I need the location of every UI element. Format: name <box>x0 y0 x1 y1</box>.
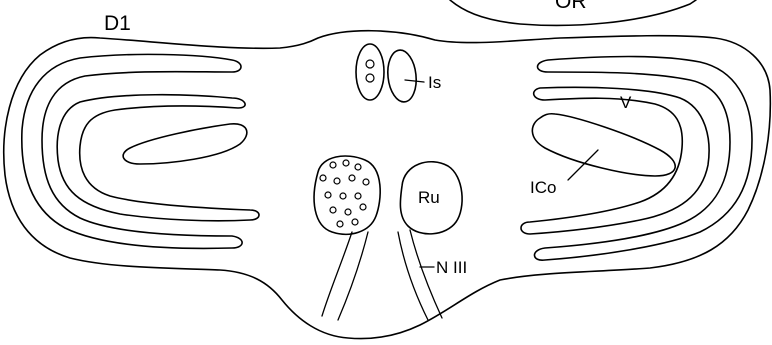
right-fiber-inner <box>398 232 428 320</box>
left-ventricle-outer-band <box>22 54 242 248</box>
oculomotor-nerve-fibers <box>322 230 442 320</box>
nucleus-dot <box>334 178 340 184</box>
nucleus-dot <box>325 192 331 198</box>
section-outer-outline <box>4 31 771 339</box>
nucleus-dot <box>355 193 361 199</box>
left-fiber-inner <box>338 232 368 320</box>
nucleus-dot <box>320 175 326 181</box>
is-nucleus-left <box>356 44 384 100</box>
is-nucleus-dot-upper <box>366 60 374 68</box>
nucleus-dot <box>360 204 366 210</box>
is-nucleus-right <box>385 49 418 104</box>
oculomotor-nucleus <box>314 156 380 234</box>
nucleus-dot <box>352 219 358 225</box>
left-elongated-nucleus <box>123 124 247 164</box>
is-nucleus-dot-lower <box>366 74 374 82</box>
nucleus-dot <box>349 175 355 181</box>
nucleus-dot <box>363 179 369 185</box>
nucleus-dot <box>345 209 351 215</box>
left-fiber-outer <box>322 232 352 316</box>
nucleus-dot <box>343 160 349 166</box>
label-n3: N III <box>436 258 467 277</box>
partial-label-or: OR <box>555 0 587 13</box>
label-ru: Ru <box>418 188 440 207</box>
nucleus-dot <box>330 207 336 213</box>
nucleus-dot <box>355 164 361 170</box>
right-ventricle-inner-band <box>521 87 709 234</box>
right-elongated-nucleus-ico <box>532 114 675 176</box>
label-ico: ICo <box>530 178 556 197</box>
is-pointer-line <box>405 80 424 82</box>
nucleus-dot <box>337 221 343 227</box>
label-is: Is <box>428 73 441 92</box>
ico-pointer-line <box>568 150 598 180</box>
nucleus-dot <box>340 193 346 199</box>
oculomotor-nucleus-dots <box>320 160 369 227</box>
left-ventricle-inner-band <box>57 95 259 221</box>
panel-label-d1: D1 <box>104 12 131 35</box>
nucleus-dot <box>330 162 336 168</box>
label-v: V <box>620 93 632 112</box>
